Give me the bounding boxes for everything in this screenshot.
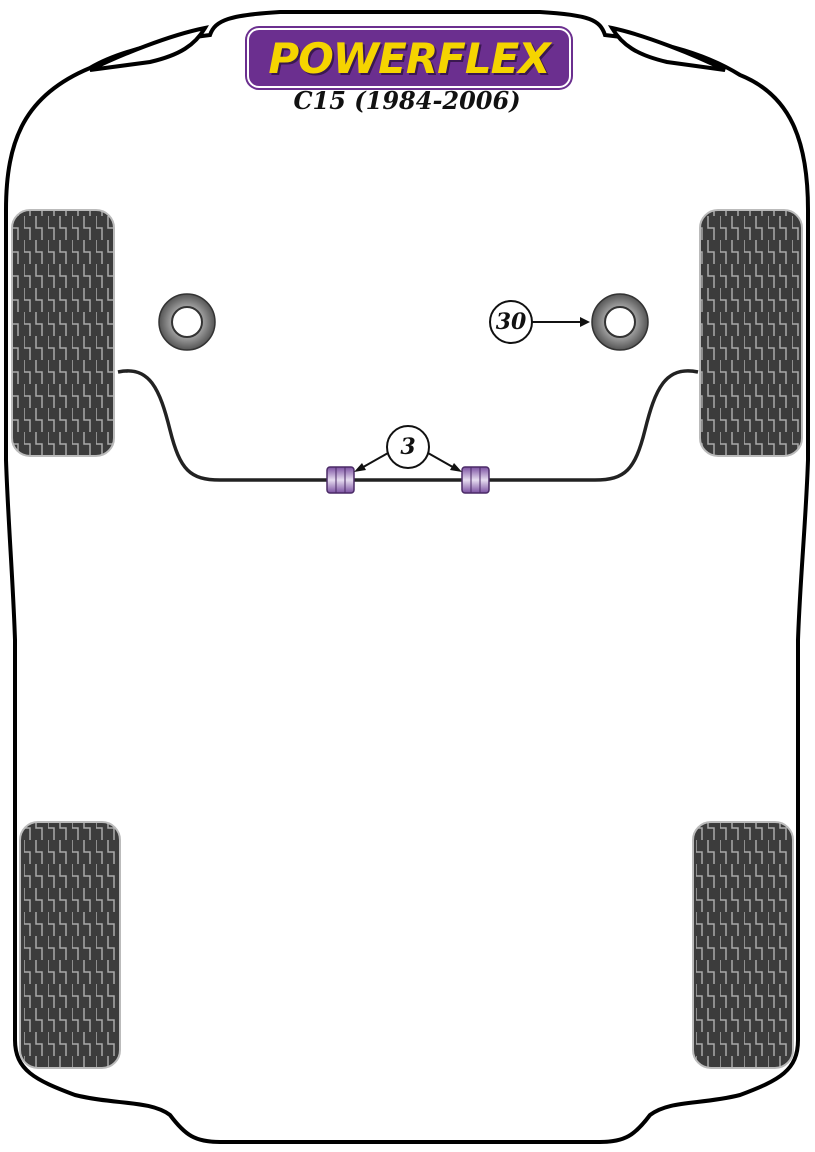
powerflex-logo: POWERFLEX <box>247 28 571 88</box>
logo-text: POWERFLEX <box>268 33 550 83</box>
tyre-rear-left <box>19 821 121 1069</box>
mirror-left <box>89 25 209 72</box>
callout-3[interactable]: 3 <box>386 425 430 469</box>
arb-bush-left <box>326 466 355 494</box>
vehicle-title: C15 (1984-2006) <box>293 86 521 115</box>
tyre-front-right <box>699 209 803 457</box>
arb-bush-right <box>461 466 490 494</box>
tyre-rear-right <box>692 821 794 1069</box>
mirror-right <box>607 25 726 72</box>
body-outline <box>3 10 810 1144</box>
anti-roll-bar <box>117 369 699 482</box>
tyre-front-left <box>11 209 115 457</box>
callout-30[interactable]: 30 <box>489 300 533 344</box>
